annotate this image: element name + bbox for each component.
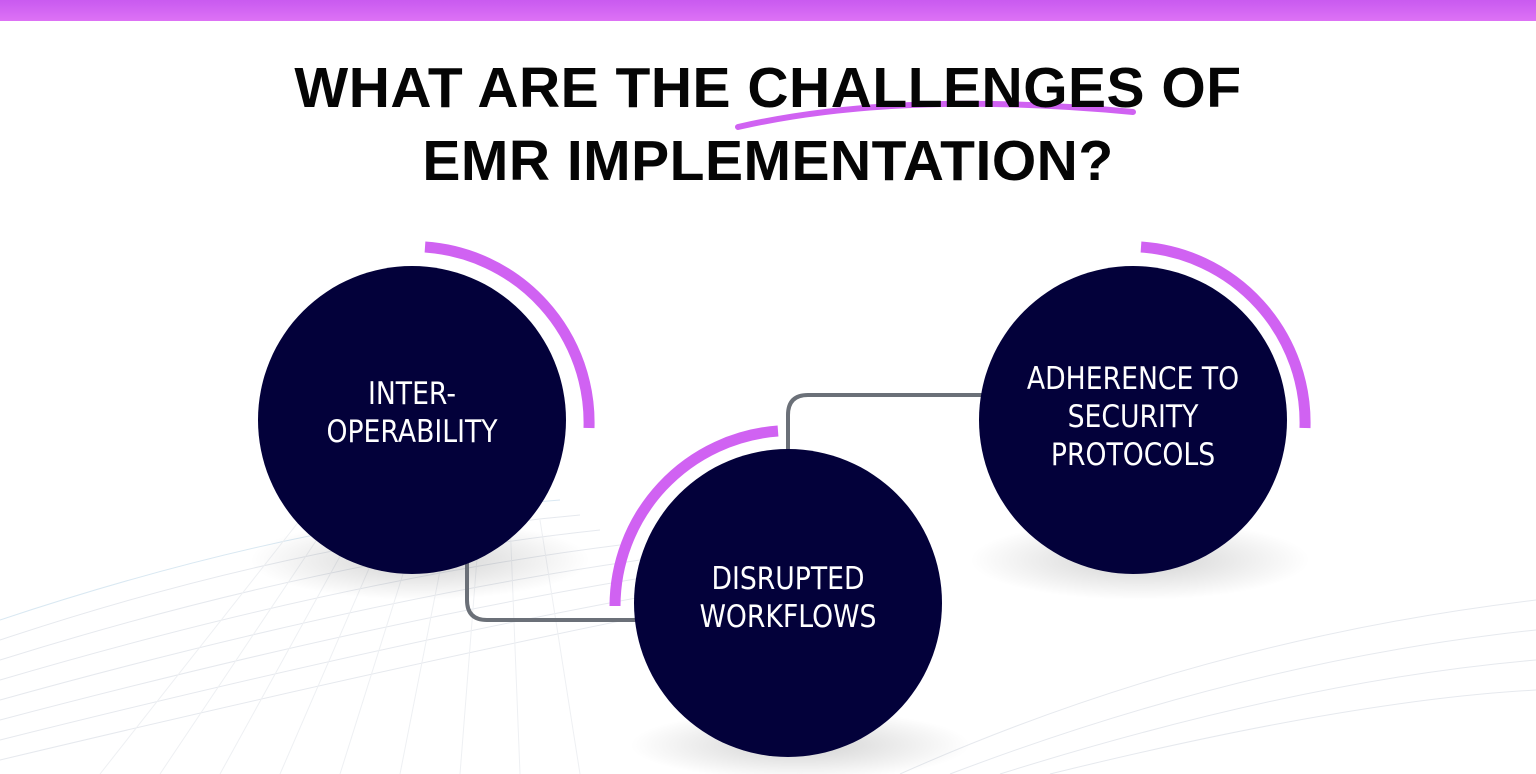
node-label-security-protocols: ADHERENCE TO SECURITY PROTOCOLS: [1026, 361, 1240, 473]
node-circle-interoperability: [258, 266, 566, 574]
title-line-1: WHAT ARE THE CHALLENGES OF: [294, 56, 1242, 120]
node-circle-disrupted-workflows: [634, 449, 942, 757]
accent-arc-2: [609, 425, 779, 607]
top-accent-bar: [0, 0, 1536, 21]
node-label-interoperability: INTER- OPERABILITY: [326, 376, 498, 450]
title-underline-stroke: [735, 100, 1136, 130]
node-label-disrupted-workflows: DISRUPTED WORKFLOWS: [699, 561, 877, 635]
node-circle-security-protocols: [979, 266, 1287, 574]
page-title: WHAT ARE THE CHALLENGES OF EMR IMPLEMENT…: [0, 52, 1536, 198]
connector-2-3: [786, 393, 990, 455]
connector-1-2: [465, 560, 640, 622]
title-highlight: CHALLENGES: [747, 56, 1146, 120]
accent-arc-3: [1140, 241, 1311, 429]
title-line-2: EMR IMPLEMENTATION?: [422, 129, 1114, 193]
accent-arc-1: [424, 241, 595, 429]
